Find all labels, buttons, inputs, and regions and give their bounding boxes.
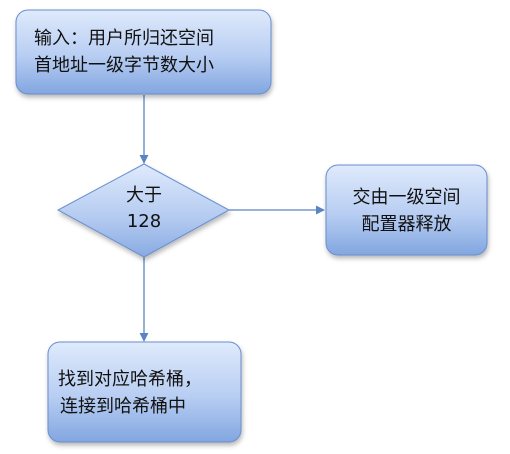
- yes-box-line-1: 交由一级空间: [352, 187, 461, 208]
- no-box: [47, 341, 242, 443]
- yes-box-text: 交由一级空间 配置器释放: [326, 184, 487, 238]
- input-box-line-1: 输入：用户所归还空间: [34, 28, 214, 49]
- input-box-text: 输入：用户所归还空间 首地址一级字节数大小: [34, 25, 214, 79]
- decision-text: 大于 128: [104, 183, 184, 235]
- no-box-line-1: 找到对应哈希桶，: [58, 369, 202, 390]
- input-box: [15, 9, 272, 95]
- no-box-line-2: 连接到哈希桶中: [60, 396, 186, 417]
- input-box-line-2: 首地址一级字节数大小: [34, 55, 214, 76]
- decision-line-1: 大于: [126, 185, 162, 206]
- decision-diamond: [56, 163, 231, 258]
- no-box-text: 找到对应哈希桶， 连接到哈希桶中: [58, 366, 202, 420]
- decision-line-2: 128: [126, 211, 162, 232]
- yes-box-line-2: 配置器释放: [361, 214, 452, 235]
- yes-box: [325, 164, 488, 256]
